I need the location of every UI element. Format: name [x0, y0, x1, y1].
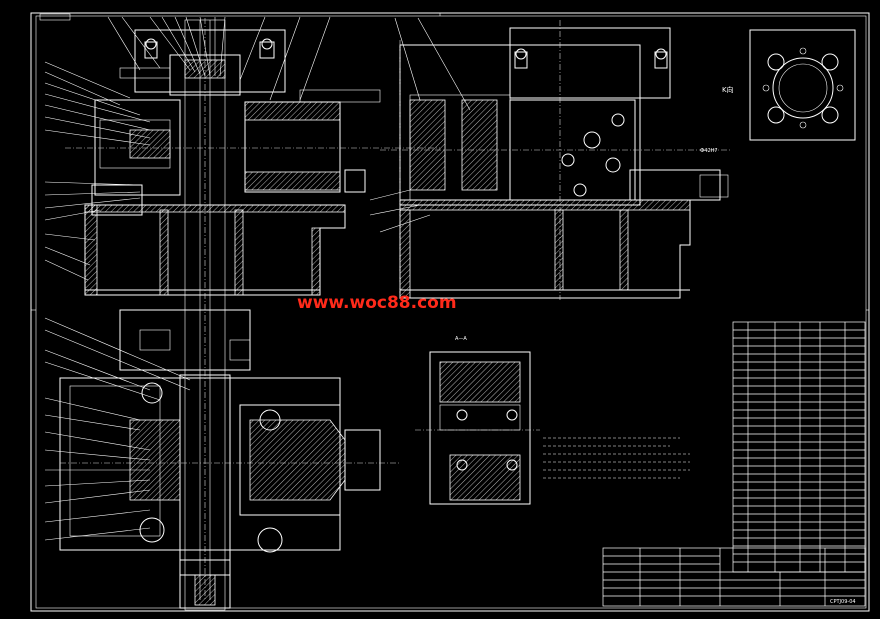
parts-list-table: [732, 321, 866, 573]
plan-view: [44, 309, 400, 609]
detail-section: A—A: [415, 336, 540, 505]
view-k-label: K向: [722, 85, 734, 94]
side-view: Ф42H7: [369, 17, 730, 300]
drawing-code: CPTJ09-04: [830, 599, 856, 605]
svg-text:A—A: A—A: [455, 336, 467, 342]
main-section-view: [44, 16, 440, 611]
technical-notes: [543, 437, 690, 479]
drawing-frame: [30, 12, 870, 612]
dimension-note: Ф42H7: [700, 148, 718, 154]
view-k: K向: [722, 29, 856, 141]
title-block: CPTJ09-04: [602, 547, 866, 607]
watermark-text: www.woc88.com: [297, 293, 457, 313]
